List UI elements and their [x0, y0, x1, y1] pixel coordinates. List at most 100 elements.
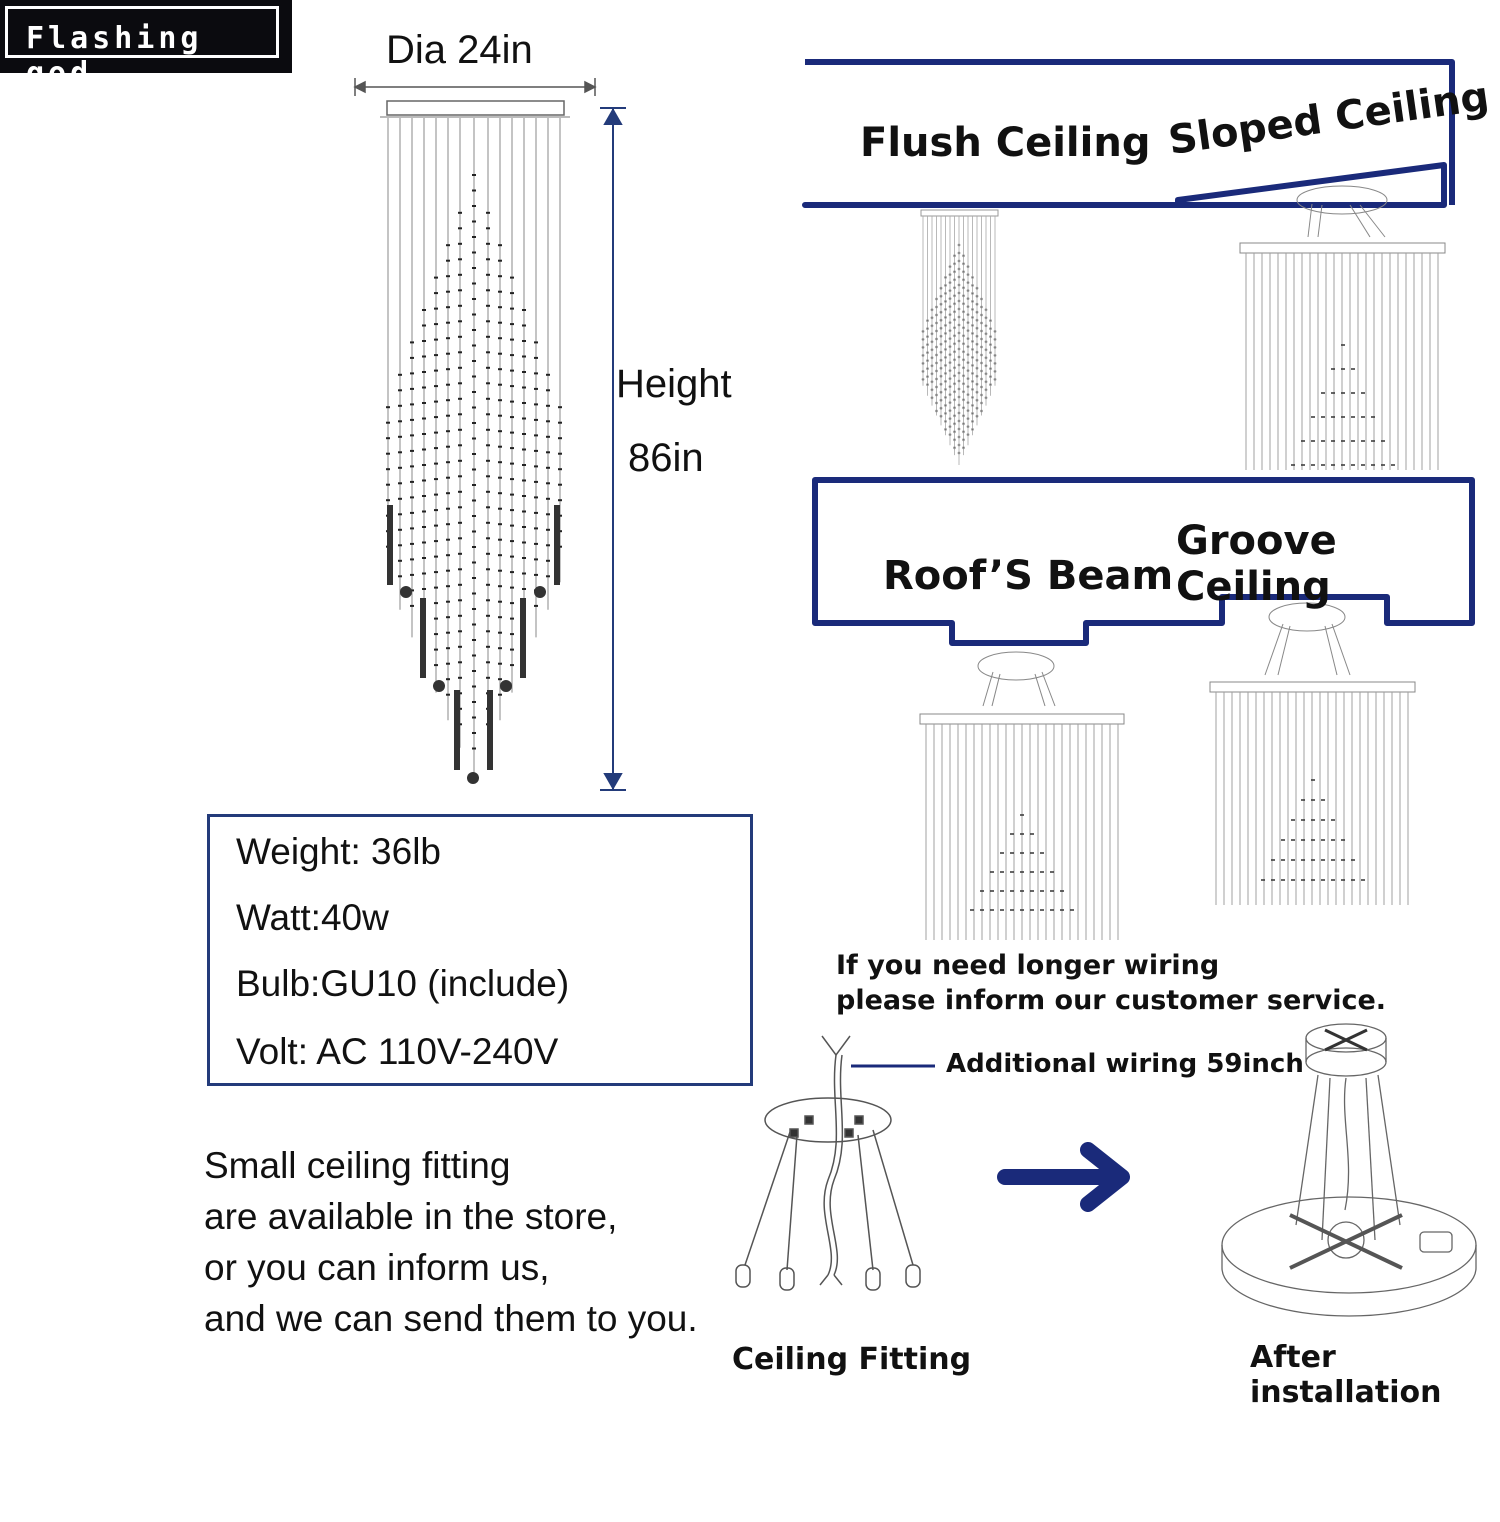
crystal-bead	[962, 414, 965, 418]
crystal-bead	[993, 346, 997, 349]
crystal-bead	[948, 361, 952, 365]
installation-arrow	[997, 1142, 1130, 1212]
crystal-bead	[975, 374, 979, 378]
crystal-bead	[935, 409, 938, 413]
crystal-bead	[971, 332, 974, 335]
crystal-bead	[980, 321, 983, 325]
crystal-bead	[975, 342, 979, 346]
crystal-bead	[948, 433, 952, 437]
crystal-bead	[921, 330, 925, 333]
crystal-bead	[957, 299, 961, 303]
crystal-bead	[966, 329, 970, 333]
crystal-bead	[966, 281, 970, 285]
crystal-bead	[953, 406, 956, 410]
crystal-bead	[948, 353, 952, 357]
crystal-bead	[980, 337, 983, 341]
crystal-bead	[948, 409, 952, 413]
crystal-bead	[966, 361, 970, 365]
wiring-note-line1: If you need longer wiring	[836, 950, 1220, 981]
crystal-bead	[935, 337, 938, 341]
crystal-bead	[975, 334, 979, 338]
crystal-bead	[935, 401, 938, 405]
crystal-bead	[953, 350, 956, 354]
height-arrow	[600, 107, 626, 791]
crystal-bead	[948, 313, 952, 317]
crystal-bead	[980, 377, 983, 381]
crystal-bead	[948, 329, 952, 333]
note-line: are available in the store,	[204, 1196, 618, 1237]
crystal-bead	[957, 427, 961, 431]
crystal-bead	[926, 359, 929, 363]
crystal-bead	[948, 289, 952, 293]
crystal-bead	[975, 318, 979, 322]
crystal-bead	[935, 385, 938, 389]
height-value: 86in	[628, 436, 704, 480]
crystal-bead	[962, 278, 965, 282]
crystal-bead	[953, 422, 956, 426]
groove-chandelier	[1209, 602, 1416, 905]
crystal-bead	[971, 308, 974, 311]
crystal-bead	[926, 367, 929, 371]
crystal-bead	[433, 680, 445, 692]
crystal-bead	[980, 393, 983, 397]
crystal-bead	[984, 356, 988, 360]
crystal-bead	[948, 401, 952, 405]
crystal-bead	[966, 369, 970, 373]
crystal-bead	[935, 377, 938, 381]
crystal-bead	[957, 443, 961, 447]
pendant-rod	[420, 598, 426, 678]
crystal-bead	[962, 374, 965, 378]
pendant-rod	[487, 690, 493, 770]
crystal-bead	[957, 323, 961, 327]
crystal-bead	[966, 433, 970, 437]
crystal-bead	[966, 393, 970, 397]
crystal-bead	[957, 259, 961, 263]
crystal-bead	[953, 294, 956, 298]
crystal-bead	[500, 680, 512, 692]
crystal-bead	[971, 340, 974, 343]
crystal-bead	[939, 350, 943, 354]
crystal-bead	[944, 292, 947, 295]
note-line: or you can inform us,	[204, 1247, 550, 1288]
flush-ceiling-label: Flush Ceiling	[860, 120, 1151, 166]
crystal-bead	[989, 327, 992, 331]
crystal-bead	[957, 307, 961, 311]
crystal-bead	[957, 411, 961, 415]
crystal-bead	[930, 356, 934, 360]
crystal-bead	[948, 377, 952, 381]
crystal-bead	[953, 302, 956, 306]
crystal-bead	[957, 243, 961, 247]
crystal-bead	[939, 326, 943, 330]
after-installation-caption: After installation	[1250, 1340, 1442, 1410]
crystal-bead	[971, 428, 974, 431]
crystal-bead	[944, 324, 947, 327]
pendant-rod	[387, 505, 393, 585]
crystal-bead	[944, 316, 947, 319]
crystal-bead	[984, 348, 988, 352]
crystal-bead	[984, 380, 988, 384]
height-label: Height	[616, 362, 732, 406]
crystal-bead	[989, 359, 992, 363]
crystal-bead	[980, 353, 983, 357]
crystal-bead	[953, 382, 956, 386]
crystal-bead	[926, 351, 929, 355]
crystal-bead	[939, 414, 943, 418]
crystal-bead	[930, 396, 934, 400]
crystal-bead	[948, 273, 952, 277]
crystal-bead	[971, 292, 974, 295]
crystal-bead	[962, 406, 965, 410]
crystal-bead	[953, 310, 956, 314]
crystal-bead	[953, 334, 956, 338]
roof-beam-chandelier	[919, 651, 1125, 940]
crystal-bead	[984, 364, 988, 368]
crystal-bead	[975, 358, 979, 362]
crystal-bead	[957, 275, 961, 279]
crystal-bead	[971, 388, 974, 391]
crystal-bead	[993, 338, 997, 341]
crystal-bead	[962, 390, 965, 394]
crystal-bead	[962, 398, 965, 402]
crystal-bead	[966, 345, 970, 349]
crystal-bead	[962, 326, 965, 330]
crystal-bead	[926, 343, 929, 347]
pendant-rod	[554, 505, 560, 585]
